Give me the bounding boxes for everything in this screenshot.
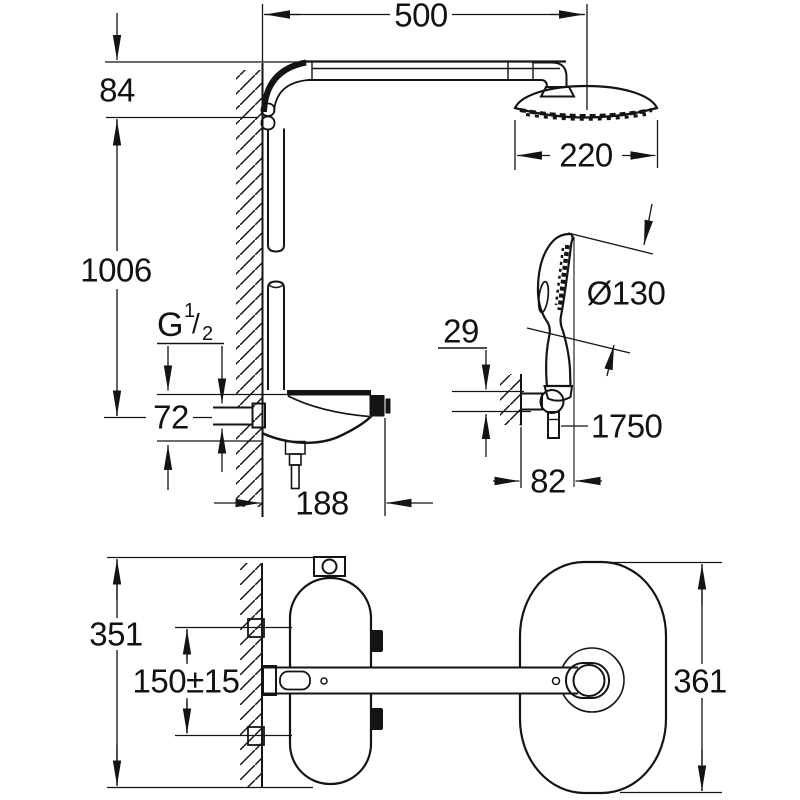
plan-wall-hatching <box>240 563 262 788</box>
shower-pipe <box>267 128 285 390</box>
arm-screw-left <box>320 677 328 685</box>
dim-label-1006: 1006 <box>80 252 151 289</box>
thermostat-valve <box>213 390 391 490</box>
valve-knob <box>369 395 385 417</box>
shower-arm <box>260 59 566 131</box>
hose-connector <box>547 411 560 439</box>
dim-valve-height: 351 <box>89 556 313 789</box>
hand-shower-spray-face <box>557 244 570 311</box>
valve-body-outline <box>262 415 373 444</box>
dim-head-length: 361 <box>608 561 727 794</box>
dim-label-361: 361 <box>673 663 727 700</box>
holder-arm <box>520 392 543 411</box>
dim-arm-length: 500 <box>261 0 588 110</box>
head-boss-circle <box>572 664 606 697</box>
dim-handshower-diameter: Ø130 <box>526 203 666 377</box>
holder-wall-hatching <box>500 374 521 425</box>
dim-head-diameter: 220 <box>514 120 659 174</box>
side-view-dimensions: 500 84 1006 <box>80 0 666 522</box>
arm-plan <box>262 662 610 699</box>
dim-thread-size: G 1 / 2 <box>157 300 288 490</box>
side-view: 500 84 1006 <box>80 0 666 522</box>
wall-section <box>236 63 264 517</box>
dim-holder-offset: 82 <box>493 427 602 500</box>
dim-label-150: 150±15 <box>133 663 240 700</box>
plan-view-dimensions: 351 150±15 361 <box>89 556 727 794</box>
dim-holder-depth: 29 <box>438 313 531 457</box>
dim-label-82: 82 <box>530 463 566 500</box>
plan-wall-section <box>240 563 263 788</box>
dim-label-220: 220 <box>559 137 613 174</box>
dim-label-351: 351 <box>89 616 143 653</box>
head-shower-dome <box>513 84 659 119</box>
spray-face-texture <box>519 108 653 118</box>
spray-mode-button <box>537 280 550 314</box>
hand-shower-assembly <box>500 232 574 439</box>
head-shower-joint <box>539 86 576 98</box>
dim-label-29: 29 <box>443 313 479 350</box>
dim-label-84: 84 <box>99 72 135 109</box>
smart-control-button-bottom <box>370 708 383 730</box>
inlet-union <box>251 402 266 429</box>
dim-hose-length: 1750 <box>561 237 663 487</box>
thread-numerator: 1 <box>184 300 195 322</box>
pipe-socket-circle <box>321 558 338 575</box>
head-boss-plan <box>565 662 610 699</box>
head-shower <box>513 61 659 121</box>
pipe-socket-bracket <box>313 556 346 577</box>
smart-control-button-top <box>370 630 383 652</box>
dim-inlet-spacing: 150±15 <box>133 626 292 737</box>
hand-shower-base <box>543 385 574 402</box>
dim-pipe-height: 1006 <box>80 119 152 419</box>
hand-shower-body <box>536 232 574 388</box>
arm-screw-right <box>551 676 561 686</box>
valve-top-edge <box>287 390 371 396</box>
hose-outlet-nipple <box>290 464 300 490</box>
thread-letter: G <box>157 306 183 344</box>
dim-label-dia130: Ø130 <box>587 275 666 312</box>
arm-wall-flange-plan <box>262 665 277 696</box>
dim-valve-depth: 188 <box>214 418 433 522</box>
dim-inlet-offset: 72 <box>153 399 212 436</box>
wall-hatching <box>236 70 262 507</box>
dim-label-72: 72 <box>153 399 189 436</box>
plan-view: 351 150±15 361 <box>89 556 727 795</box>
thread-denominator: 2 <box>202 323 213 345</box>
dim-arm-drop: 84 <box>99 13 308 119</box>
arm-pivot-cover <box>279 670 311 691</box>
dim-label-1750: 1750 <box>591 408 663 445</box>
dim-label-500: 500 <box>394 0 448 34</box>
thread-slash: / <box>192 308 200 339</box>
dim-label-188: 188 <box>295 485 349 522</box>
